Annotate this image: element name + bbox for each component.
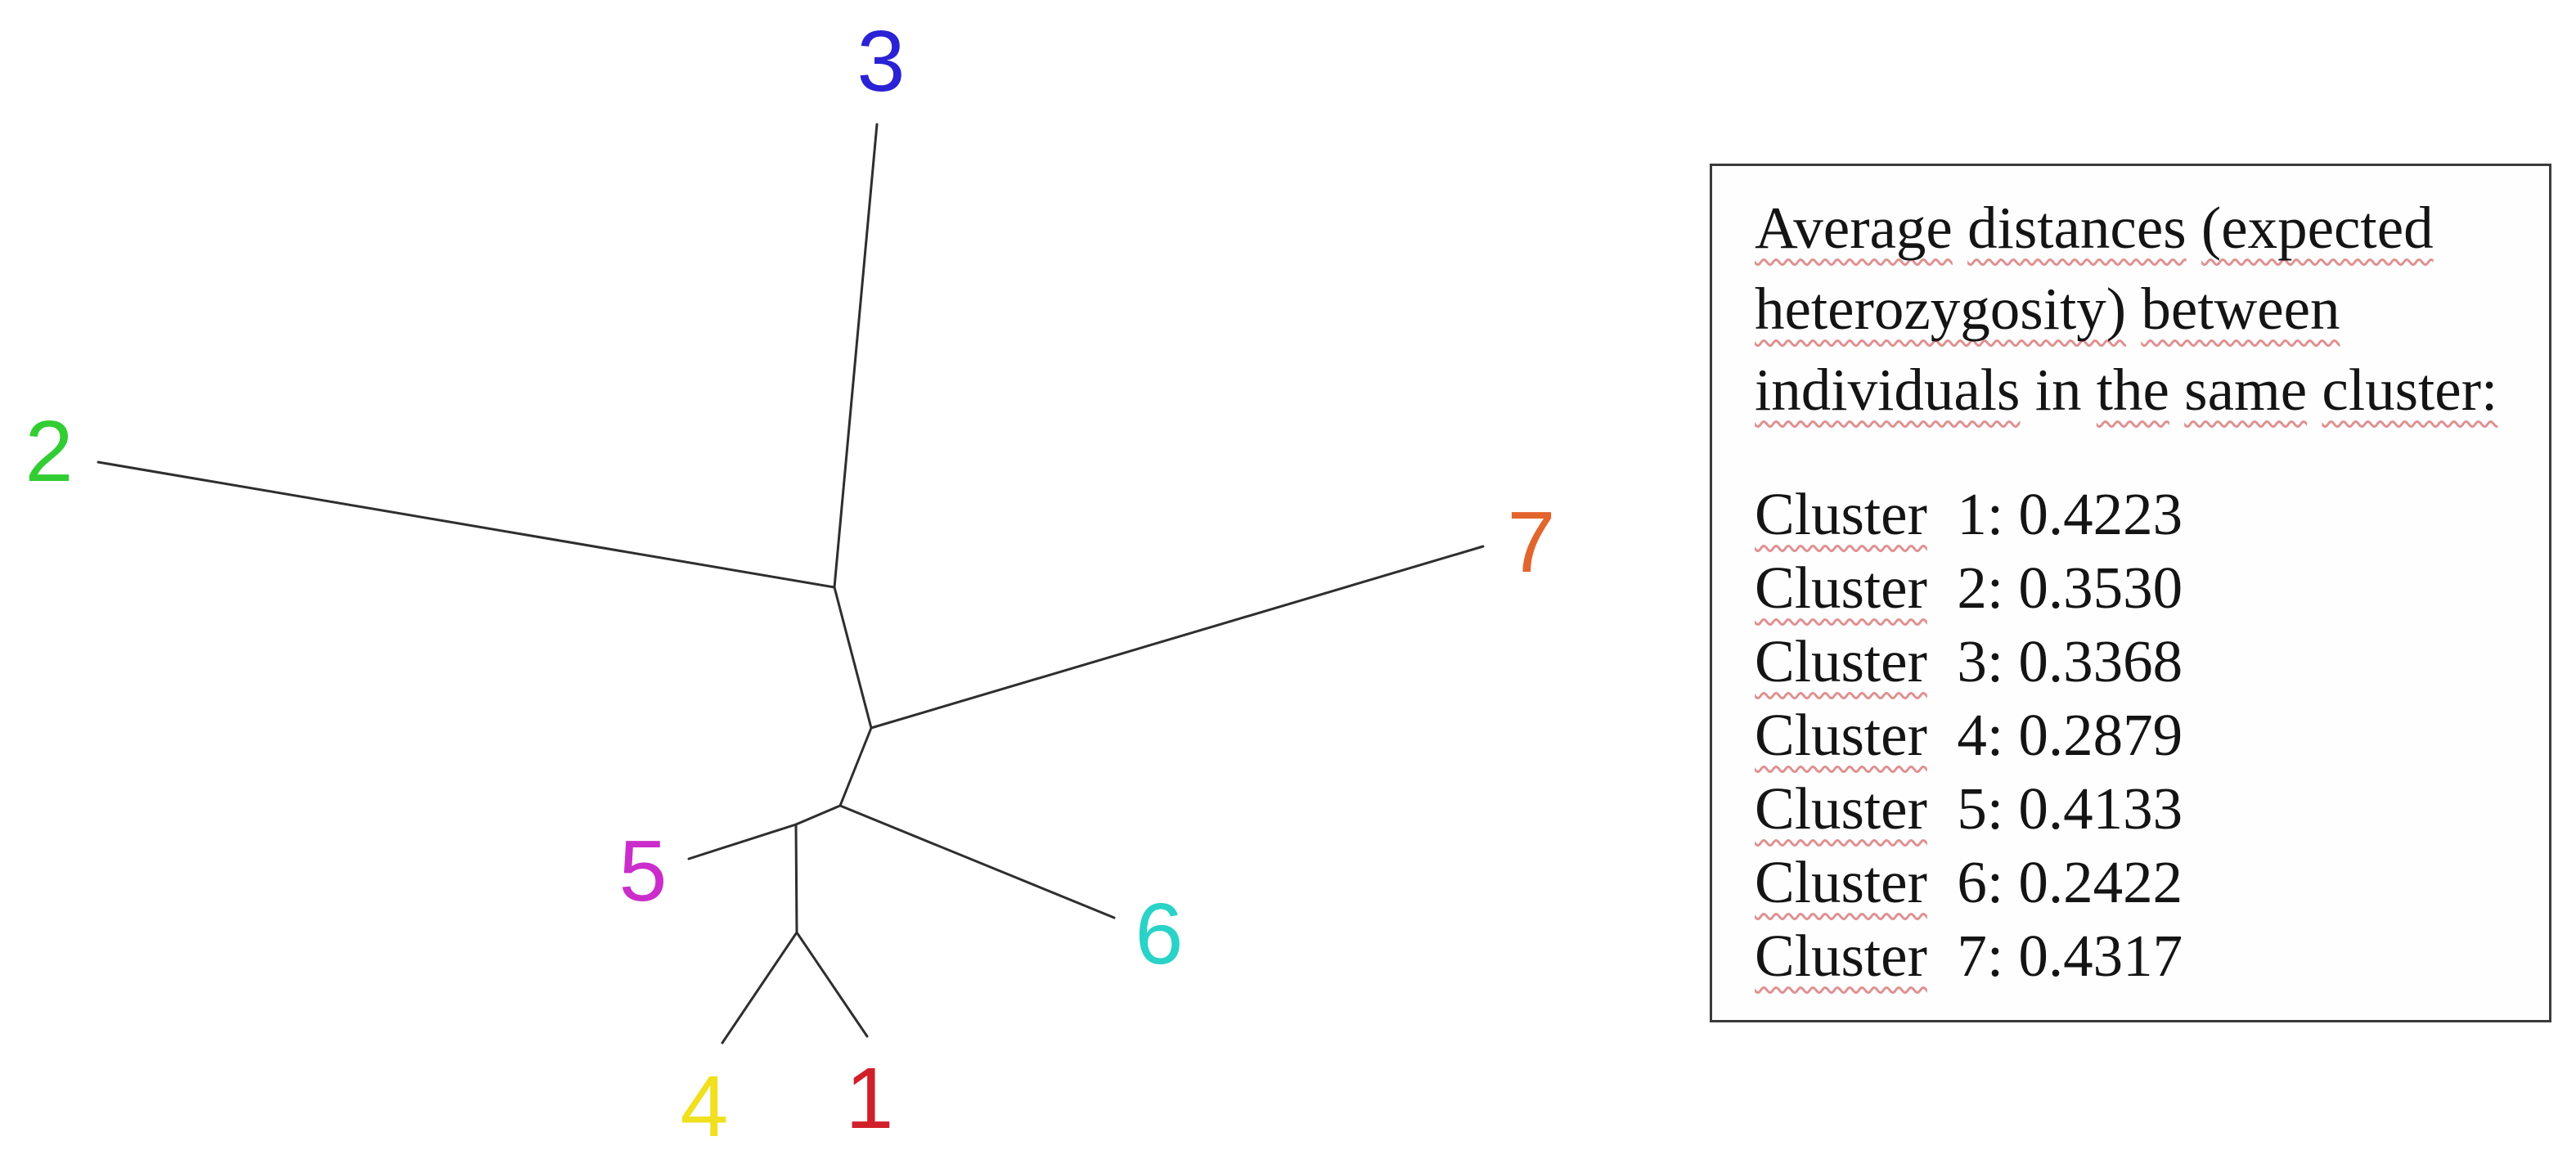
cluster-row-value: 1: 0.4223: [1926, 481, 2183, 547]
cluster-row-value: 6: 0.2422: [1926, 849, 2183, 915]
cluster-row-label: Cluster: [1755, 555, 1927, 621]
cluster-distance-row-7: Cluster 7: 0.4317: [1755, 919, 2524, 993]
tree-branch-C-D: [794, 804, 842, 826]
legend-title-line-3: individuals in the same cluster:: [1755, 357, 2498, 423]
cluster-distance-row-6: Cluster 6: 0.2422: [1755, 846, 2524, 919]
tree-branch-E-tip_4: [721, 931, 798, 1044]
tree-branch-A-tip_3: [833, 123, 879, 589]
cluster-row-value: 7: 0.4317: [1926, 923, 2183, 989]
leaf-label-6: 6: [1135, 886, 1184, 982]
cluster-distance-row-5: Cluster 5: 0.4133: [1755, 772, 2524, 846]
leaf-label-7: 7: [1508, 494, 1556, 591]
legend-title: Average distances (expected heterozygosit…: [1755, 187, 2524, 430]
cluster-row-label: Cluster: [1755, 702, 1927, 768]
cluster-row-value: 3: 0.3368: [1926, 628, 2183, 694]
leaf-label-2: 2: [25, 403, 74, 500]
legend-box: Average distances (expected heterozygosit…: [1710, 164, 2551, 1022]
leaf-label-3: 3: [857, 13, 906, 110]
leaf-label-5: 5: [619, 823, 668, 919]
tree-branch-A-tip_2: [97, 460, 836, 589]
tree-branch-A-B: [833, 586, 873, 730]
legend-title-line-2: heterozygosity) between: [1755, 276, 2340, 342]
tree-branch-D-tip_5: [687, 823, 798, 860]
leaf-label-4: 4: [681, 1058, 729, 1155]
cluster-row-label: Cluster: [1755, 481, 1927, 547]
cluster-row-label: Cluster: [1755, 775, 1927, 842]
cluster-distance-row-3: Cluster 3: 0.3368: [1755, 625, 2524, 699]
cluster-row-value: 5: 0.4133: [1926, 775, 2183, 842]
cluster-row-label: Cluster: [1755, 849, 1927, 915]
tree-branch-E-tip_1: [795, 931, 869, 1038]
tree-branch-B-C: [838, 726, 873, 807]
leaf-label-1: 1: [846, 1050, 894, 1147]
legend-gap: [1755, 430, 2524, 478]
cluster-distance-row-4: Cluster 4: 0.2879: [1755, 699, 2524, 772]
cluster-distance-row-2: Cluster 2: 0.3530: [1755, 551, 2524, 625]
tree-branch-D-E: [794, 823, 798, 934]
cluster-row-value: 4: 0.2879: [1926, 702, 2183, 768]
cluster-row-label: Cluster: [1755, 923, 1927, 989]
tree-branch-B-tip_7: [870, 545, 1485, 730]
cluster-row-value: 2: 0.3530: [1926, 555, 2183, 621]
cluster-distance-row-1: Cluster 1: 0.4223: [1755, 478, 2524, 551]
tree-branch-C-tip_6: [838, 804, 1116, 919]
legend-title-line-1: Average distances (expected: [1755, 195, 2434, 261]
cluster-row-label: Cluster: [1755, 628, 1927, 694]
